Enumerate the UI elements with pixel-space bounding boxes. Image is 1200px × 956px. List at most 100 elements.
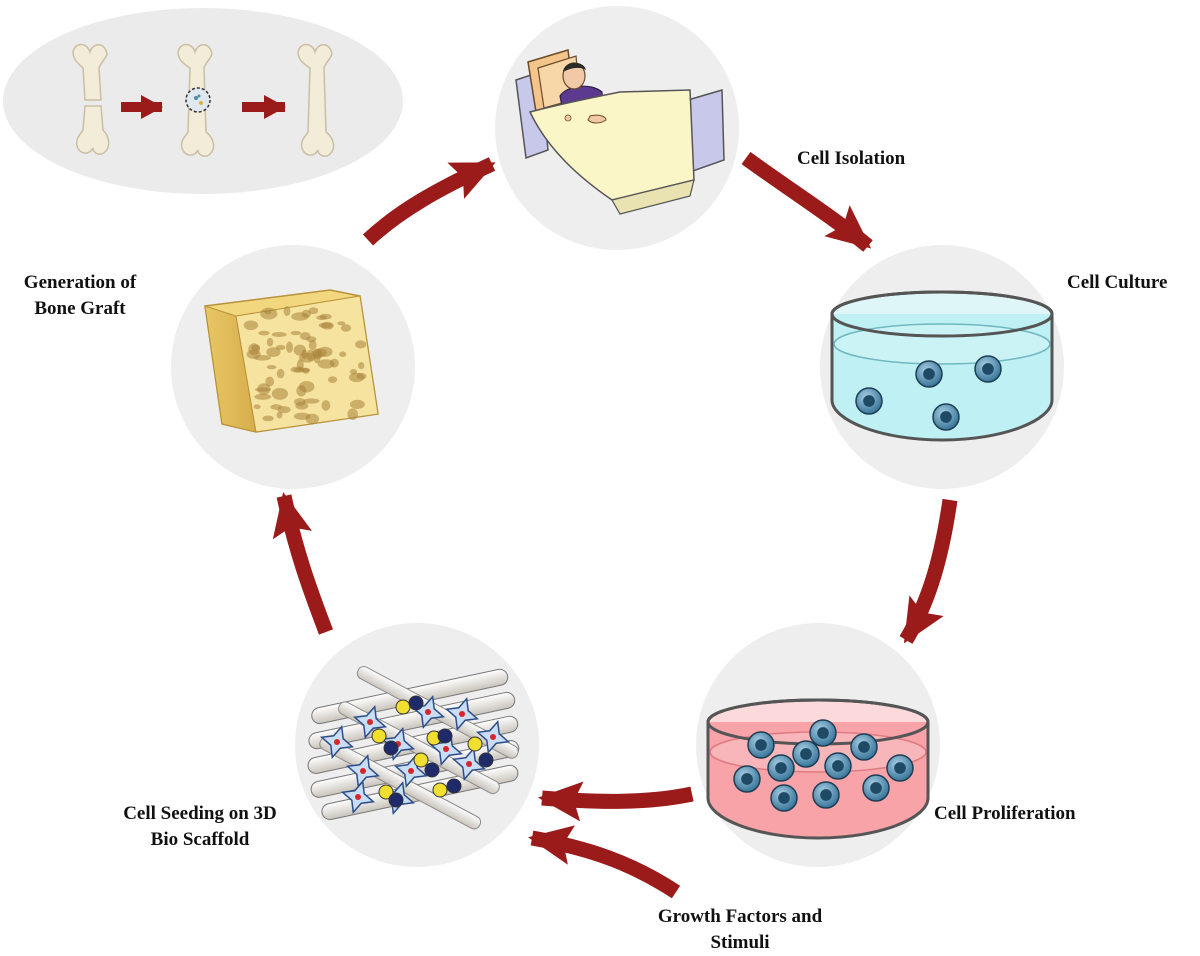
culture-cell — [974, 355, 1002, 383]
graft-pore — [337, 321, 346, 326]
graft-pore — [308, 339, 317, 351]
graft-pore — [254, 393, 272, 400]
culture-cell — [932, 403, 960, 431]
generation-label: Generation of Bone Graft — [0, 270, 160, 322]
seeded-cell — [444, 696, 480, 732]
graft-pore — [295, 401, 309, 410]
graft-pore — [291, 312, 309, 321]
proliferating-cell — [809, 719, 837, 747]
stimulus-particle — [437, 728, 453, 744]
growth-factor-particle — [371, 728, 387, 744]
seeded-cell — [319, 724, 355, 760]
graft-pore — [248, 343, 260, 356]
graft-pore — [293, 344, 307, 356]
proliferating-cell — [812, 781, 840, 809]
stimulus-particle — [446, 778, 462, 794]
graft-pore — [321, 400, 331, 411]
growth-factors-label: Growth Factors and Stimuli — [630, 904, 850, 956]
graft-pore — [257, 383, 271, 395]
proliferating-cell — [733, 765, 761, 793]
culture-cell — [915, 360, 943, 388]
stimulus-particle — [408, 695, 424, 711]
growth-factor-particle — [395, 699, 411, 715]
graft-pore — [290, 330, 302, 336]
graft-pore — [299, 381, 315, 393]
proliferating-cell — [792, 740, 820, 768]
porous-bone-graft-icon — [204, 289, 379, 433]
proliferating-cell — [747, 731, 775, 759]
graft-pore — [262, 415, 274, 422]
proliferating-cell — [767, 754, 795, 782]
graft-pore — [340, 324, 352, 332]
growth-factor-particle — [432, 782, 448, 798]
graft-pore — [277, 406, 291, 414]
arrow-seeding-to-graft — [272, 492, 334, 635]
graft-pore — [276, 368, 285, 379]
graft-pore — [303, 398, 320, 404]
culture-cell — [855, 387, 883, 415]
graft-pore — [316, 315, 327, 321]
arrow-culture-to-proliferation — [899, 498, 958, 644]
seeded-cell — [340, 779, 376, 815]
graft-pore — [356, 372, 367, 380]
graft-pore — [253, 404, 261, 410]
graft-pore — [293, 367, 311, 373]
cell-seeding-label-line2: Bio Scaffold — [150, 829, 250, 850]
graft-pore — [264, 310, 272, 315]
stimulus-particle — [424, 762, 440, 778]
stimulus-particle — [383, 740, 399, 756]
graft-pore — [271, 332, 287, 337]
graft-pore — [349, 399, 365, 409]
cell-seeding-label-line1: Cell Seeding on 3D — [123, 803, 277, 824]
proliferating-cell — [824, 752, 852, 780]
arrow-growth-factors-to-seeding — [528, 825, 681, 899]
cells-layer — [319, 355, 1002, 816]
graft-pore — [317, 346, 333, 357]
graft-pore — [286, 341, 293, 353]
graft-pores — [243, 306, 367, 425]
cell-culture-label: Cell Culture — [1067, 272, 1168, 293]
generation-label-line2: Bone Graft — [34, 298, 126, 319]
growth-factors-label-line2: Stimuli — [710, 932, 770, 953]
seeded-cell — [451, 746, 487, 782]
proliferating-cell — [886, 754, 914, 782]
graft-pore — [339, 351, 347, 358]
graft-pore — [308, 307, 319, 315]
arrow-isolation-to-culture — [741, 151, 873, 252]
bone-with-graft-icon — [177, 43, 215, 157]
growth-factor-particle — [378, 784, 394, 800]
graft-pore — [328, 376, 338, 383]
graft-pore — [299, 352, 316, 363]
graft-pore — [266, 347, 281, 357]
graft-pore — [347, 408, 359, 421]
growth-factors-label-line1: Growth Factors and — [657, 906, 823, 927]
graft-pore — [306, 336, 317, 343]
arrow-proliferation-to-seeding — [538, 781, 694, 822]
graft-pore — [265, 376, 275, 387]
cell-seeding-label: Cell Seeding on 3D Bio Scaffold — [95, 801, 305, 853]
growth-factor-particle — [467, 736, 483, 752]
healed-bone-icon — [297, 43, 335, 157]
graft-pore — [305, 413, 320, 425]
arrow-graft-to-patient — [362, 157, 496, 246]
cell-isolation-label: Cell Isolation — [797, 148, 906, 169]
seeded-cell — [475, 719, 511, 755]
graft-pore — [266, 365, 277, 370]
proliferating-cell — [770, 784, 798, 812]
graft-pore — [243, 320, 259, 331]
stimulus-particle — [388, 792, 404, 808]
seeded-cell — [345, 753, 381, 789]
graft-pore — [275, 344, 286, 351]
generation-label-line1: Generation of — [23, 272, 137, 293]
stimulus-particle — [478, 752, 494, 768]
fractured-bone-icon — [72, 43, 110, 155]
graft-pore — [271, 388, 289, 400]
graft-pore — [358, 362, 365, 370]
cell-proliferation-label: Cell Proliferation — [934, 803, 1076, 824]
growth-factor-particle — [413, 752, 429, 768]
graft-pore — [283, 306, 291, 317]
graft-pore — [258, 330, 270, 336]
graft-pore — [355, 340, 367, 349]
